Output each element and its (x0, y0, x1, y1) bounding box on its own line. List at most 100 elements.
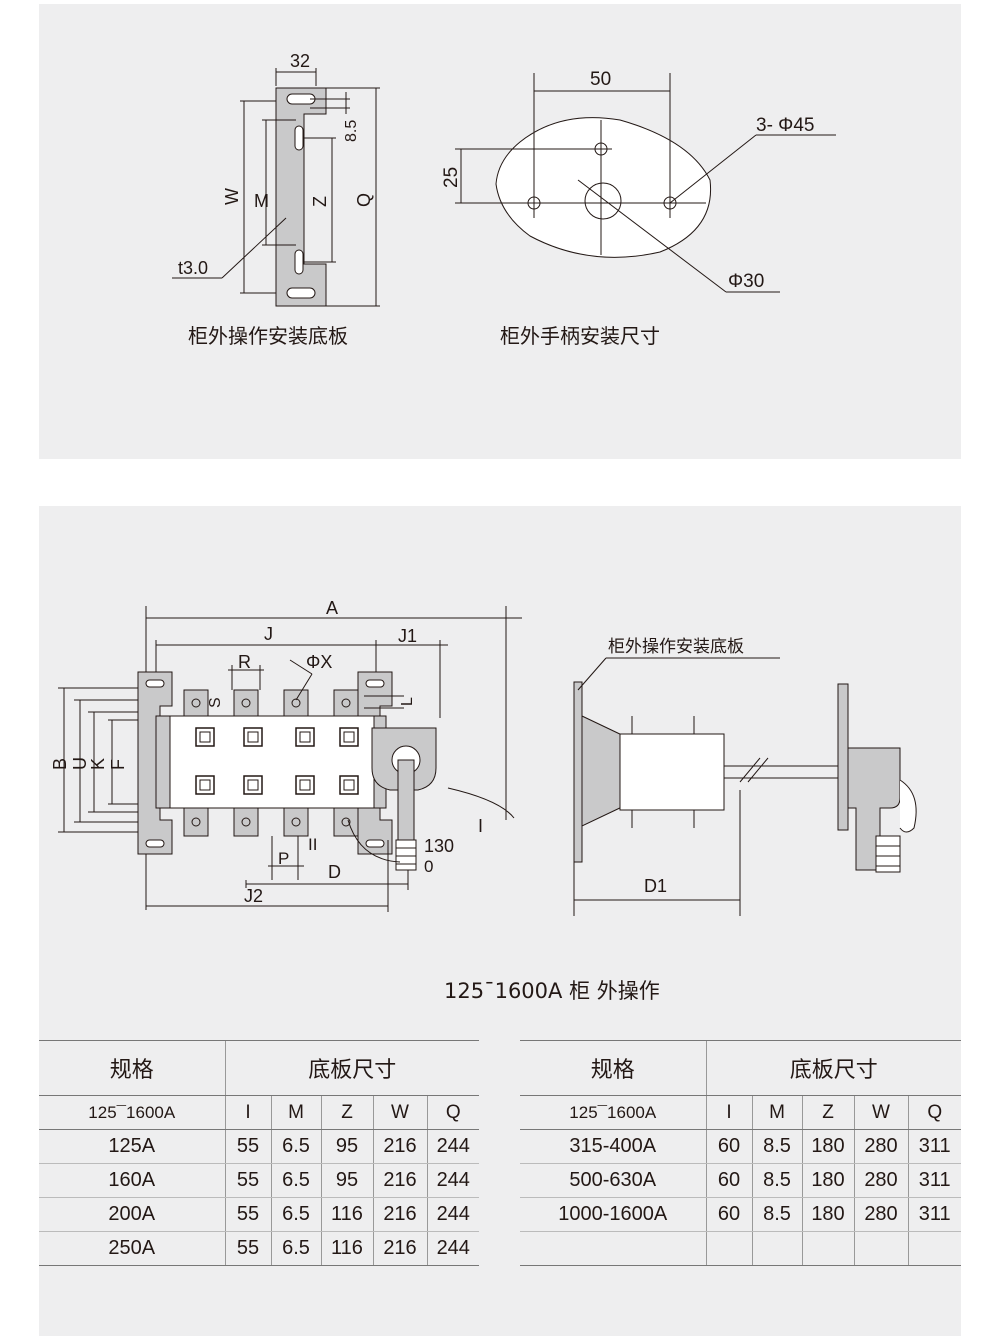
cell: 280 (853, 1129, 908, 1164)
dim-zero: 0 (424, 857, 433, 876)
header-spec: 规格 (39, 1040, 225, 1096)
col-z: Z (320, 1095, 373, 1130)
dim-8-5: 8.5 (343, 120, 360, 142)
cell-spec: 500-630A (520, 1163, 706, 1198)
dim-center: Φ30 (728, 271, 764, 292)
dim-f: F (108, 759, 128, 770)
cell: 180 (801, 1129, 854, 1164)
dim-q: Q (354, 193, 374, 207)
cell: 6.5 (270, 1129, 321, 1164)
cell-spec: 250A (39, 1231, 225, 1266)
dim-j1: J1 (398, 626, 417, 646)
cell: 216 (372, 1129, 427, 1164)
dim-j: J (264, 624, 273, 644)
side-view-drawing: 柜外操作安装底板 D1 (573, 637, 917, 916)
cell: 216 (372, 1163, 427, 1198)
dim-r: R (238, 652, 251, 672)
cell-spec (520, 1231, 706, 1266)
cell: 180 (801, 1163, 854, 1198)
dim-u: U (70, 757, 90, 770)
cell: 55 (224, 1163, 271, 1198)
header-plate: 底板尺寸 (224, 1040, 479, 1096)
dim-32: 32 (290, 51, 310, 71)
cell: 280 (853, 1163, 908, 1198)
col-w: W (853, 1095, 908, 1130)
dim-ii: II (308, 835, 317, 854)
dim-holes: 3- Φ45 (756, 115, 814, 136)
dim-25: 25 (441, 167, 462, 188)
spec-table-left: 规格 底板尺寸 125¯1600A I M Z W Q 125A 55 6.5 … (39, 1040, 479, 1266)
cell: 116 (320, 1197, 373, 1232)
cell: 180 (801, 1197, 854, 1232)
dim-p: P (278, 849, 289, 868)
table-row: 500-630A 60 8.5 180 280 311 (520, 1163, 961, 1198)
plate-label: 柜外操作安装底板 (608, 637, 744, 657)
cell-spec: 160A (39, 1163, 225, 1198)
mounting-plate-caption: 柜外操作安装底板 (188, 324, 348, 348)
table-row: 125A 55 6.5 95 216 244 (39, 1129, 479, 1164)
col-w: W (372, 1095, 427, 1130)
col-q: Q (907, 1095, 961, 1130)
dim-j2: J2 (244, 886, 263, 906)
bottom-title: 125¯1600A 柜 外操作 (444, 979, 660, 1003)
cell: 95 (320, 1163, 373, 1198)
dim-phix: ΦX (306, 652, 332, 672)
cell: 60 (705, 1163, 752, 1198)
cell: 6.5 (270, 1231, 321, 1266)
dim-angle: 130 (424, 836, 454, 856)
spec-range: 125¯1600A (520, 1095, 706, 1130)
cell (801, 1231, 854, 1266)
dim-k: K (88, 758, 108, 770)
mounting-plate-drawing: 32 8.5 W M Z Q t3.0 (172, 51, 380, 307)
spec-range: 125¯1600A (39, 1095, 225, 1130)
cell: 8.5 (751, 1129, 802, 1164)
dim-m: M (254, 191, 269, 211)
col-m: M (751, 1095, 802, 1130)
cell-spec: 315-400A (520, 1129, 706, 1164)
spec-table-right: 规格 底板尺寸 125¯1600A I M Z W Q 315-400A 60 … (520, 1040, 961, 1266)
front-view-drawing: A J J1 R ΦX S L B U K F P II D J2 130 I … (50, 598, 522, 912)
dim-50: 50 (590, 69, 611, 90)
cell (853, 1231, 908, 1266)
table-row (520, 1231, 961, 1266)
dim-z: Z (310, 196, 330, 207)
cell: 216 (372, 1231, 427, 1266)
handle-mounting-caption: 柜外手柄安装尺寸 (500, 324, 660, 348)
dim-l: L (399, 697, 416, 706)
cell-spec: 1000-1600A (520, 1197, 706, 1232)
table-row: 1000-1600A 60 8.5 180 280 311 (520, 1197, 961, 1232)
dim-d1: D1 (644, 876, 667, 896)
col-q: Q (426, 1095, 479, 1130)
cell: 95 (320, 1129, 373, 1164)
handle-mounting-drawing: 50 25 3- Φ45 Φ30 (441, 69, 836, 293)
table-row: 250A 55 6.5 116 216 244 (39, 1231, 479, 1266)
cell: 8.5 (751, 1197, 802, 1232)
cell-spec: 125A (39, 1129, 225, 1164)
cell: 55 (224, 1231, 271, 1266)
cell: 6.5 (270, 1197, 321, 1232)
cell: 244 (426, 1231, 479, 1266)
col-z: Z (801, 1095, 854, 1130)
cell: 116 (320, 1231, 373, 1266)
cell: 60 (705, 1129, 752, 1164)
cell (705, 1231, 752, 1266)
cell: 244 (426, 1197, 479, 1232)
cell (751, 1231, 802, 1266)
col-i: I (224, 1095, 271, 1130)
cell: 55 (224, 1197, 271, 1232)
cell: 311 (907, 1129, 961, 1164)
table-row: 315-400A 60 8.5 180 280 311 (520, 1129, 961, 1164)
col-m: M (270, 1095, 321, 1130)
cell: 244 (426, 1163, 479, 1198)
header-spec: 规格 (520, 1040, 706, 1096)
cell: 60 (705, 1197, 752, 1232)
top-panel (39, 4, 961, 459)
dim-b: B (50, 758, 70, 770)
dim-d: D (328, 862, 341, 882)
dim-a: A (326, 598, 338, 618)
cell: 8.5 (751, 1163, 802, 1198)
dim-t: t3.0 (178, 258, 208, 278)
cell: 55 (224, 1129, 271, 1164)
cell (907, 1231, 961, 1266)
table-row: 200A 55 6.5 116 216 244 (39, 1197, 479, 1232)
